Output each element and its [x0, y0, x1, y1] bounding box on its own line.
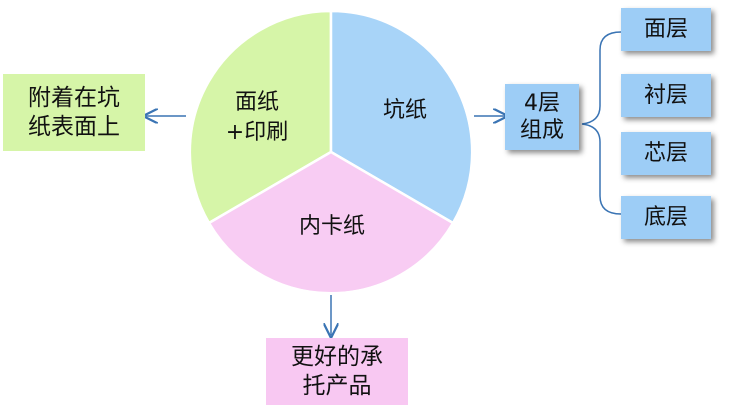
layers-bracket [581, 31, 622, 215]
pie-label-liner-board: 内卡纸 [298, 214, 365, 239]
layer-label-lining: 衬层 [643, 82, 688, 108]
layer-box-bottom: 底层 [621, 196, 711, 239]
pie-label-face-paper: 面纸 +印刷 [225, 90, 289, 145]
bottom-note-text: 更好的承 托产品 [291, 343, 383, 399]
left-note-box: 附着在坑 纸表面上 [3, 74, 145, 151]
pie-label-flute-paper: 坑纸 [382, 98, 427, 123]
layer-label-face: 面层 [643, 16, 688, 42]
layer-box-core: 芯层 [621, 132, 711, 175]
layer-label-bottom: 底层 [643, 204, 688, 230]
layers-group-text: 4层 组成 [519, 90, 564, 144]
layer-box-lining: 衬层 [621, 74, 711, 117]
layer-label-core: 芯层 [643, 140, 688, 166]
layers-group-box: 4层 组成 [505, 84, 579, 150]
left-note-text: 附着在坑 纸表面上 [28, 84, 120, 140]
layer-box-face: 面层 [621, 8, 711, 51]
bottom-note-box: 更好的承 托产品 [266, 338, 408, 405]
